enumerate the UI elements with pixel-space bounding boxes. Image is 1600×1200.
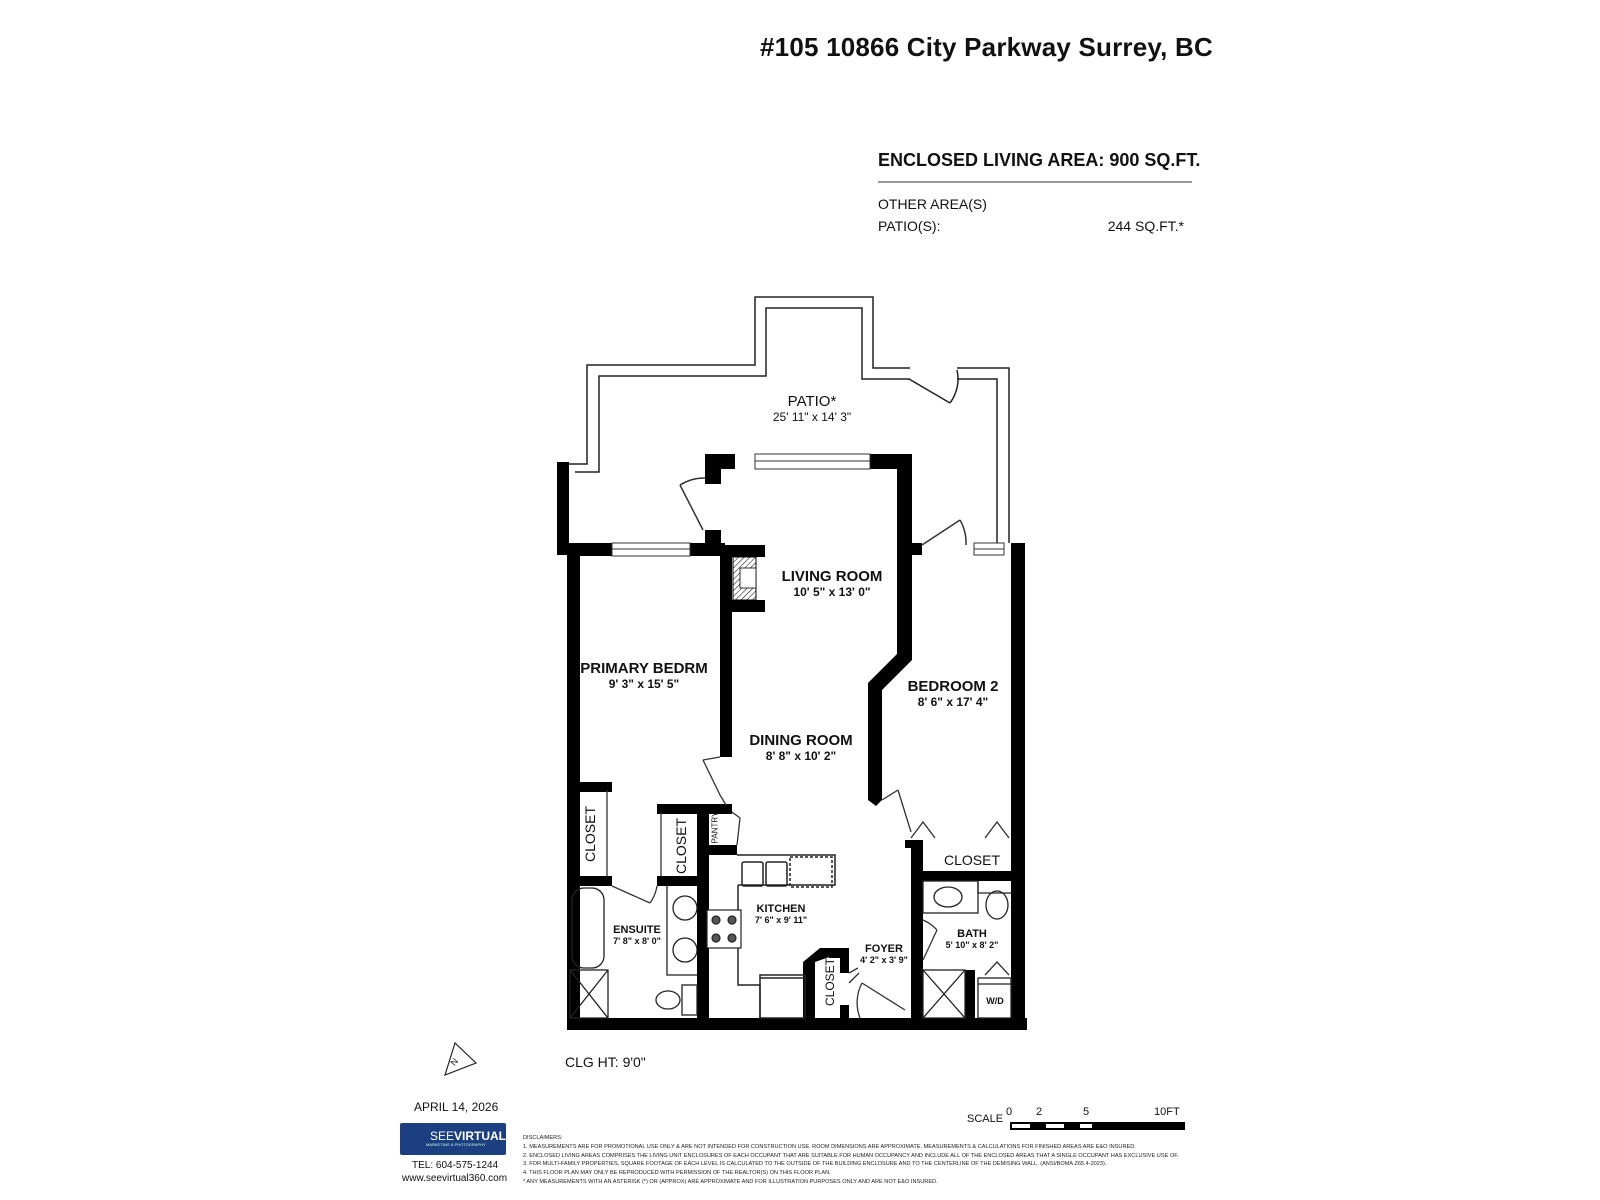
pantry: PANTRY	[710, 811, 720, 844]
disclaimers: DISCLAIMERS: 1. MEASUREMENTS ARE FOR PRO…	[523, 1134, 1183, 1187]
exterior-walls	[557, 454, 1027, 1030]
patio-area-label: PATIO(S):	[878, 218, 941, 234]
patio-railing	[563, 296, 1010, 543]
disclaimer-3: 3. FOR MULTI-FAMILY PROPERTIES, SQUARE F…	[523, 1161, 1107, 1168]
scale-label: SCALE	[967, 1113, 1004, 1125]
stove	[706, 909, 742, 949]
contact-phone: TEL: 604-575-1244	[412, 1160, 499, 1171]
interior-walls	[567, 745, 1025, 1030]
bedroom2-angled-wall	[868, 654, 912, 800]
bath-fixtures	[922, 880, 1012, 1019]
north-arrow-icon	[444, 1041, 478, 1077]
patio-area-value: 244 SQ.FT.*	[1107, 218, 1184, 234]
room-foyer: FOYER 4' 2" x 3' 9"	[860, 943, 908, 965]
room-patio: PATIO* 25' 11" x 14' 3"	[772, 393, 852, 424]
closet-primary-1: CLOSET	[582, 805, 599, 863]
disclaimer-2: 2. ENCLOSED LIVING AREAS COMPRISES THE L…	[523, 1152, 1179, 1159]
other-areas-label: OTHER AREA(S)	[878, 196, 987, 212]
scale-bar	[1010, 1122, 1185, 1130]
logo-globe-icon	[406, 1129, 426, 1149]
seevirtual-logo: SEEVIRTUAL MARKETING & PHOTOGRAPHY	[400, 1123, 506, 1155]
room-dining-room: DINING ROOM 8' 8" x 10' 2"	[749, 732, 853, 763]
area-summary: ENCLOSED LIVING AREA: 900 SQ.FT. OTHER A…	[878, 150, 1201, 237]
enclosed-living-area: ENCLOSED LIVING AREA: 900 SQ.FT.	[878, 150, 1201, 170]
closet-foyer: CLOSET	[823, 957, 838, 1007]
room-bath: BATH 5' 10" x 8' 2"	[945, 928, 999, 950]
scale-tick-0: 0	[1006, 1106, 1013, 1118]
scale-tick-5: 5	[1083, 1106, 1090, 1118]
room-ensuite: ENSUITE 7' 8" x 8' 0"	[613, 924, 661, 946]
ceiling-height: CLG HT: 9'0"	[565, 1054, 646, 1070]
room-bedroom-2: BEDROOM 2 8' 6" x 17' 4"	[907, 678, 999, 709]
scale-tick-2: 2	[1036, 1106, 1043, 1118]
area-divider	[878, 181, 1192, 183]
windows	[611, 453, 1005, 557]
property-address: #105 10866 City Parkway Surrey, BC	[760, 32, 1213, 62]
room-kitchen: KITCHEN 7' 6" x 9' 11"	[754, 903, 808, 925]
disclaimer-4: 4. THIS FLOOR PLAN MAY ONLY BE REPRODUCE…	[523, 1170, 831, 1177]
closet-bedroom-2: CLOSET	[943, 852, 1001, 868]
room-primary-bedrm: PRIMARY BEDRM 9' 3" x 15' 5"	[580, 660, 708, 691]
disclaimer-1: 1. MEASUREMENTS ARE FOR PROMOTIONAL USE …	[523, 1143, 1136, 1150]
washer-dryer: W/D	[986, 996, 1004, 1006]
plan-date: APRIL 14, 2026	[414, 1100, 499, 1114]
kitchen-counters	[737, 854, 836, 1019]
scale-tick-10: 10FT	[1154, 1106, 1180, 1118]
ensuite-fixtures	[569, 886, 698, 1019]
patio-area-row: PATIO(S): 244 SQ.FT.*	[878, 215, 1192, 237]
disclaimer-5: * ANY MEASUREMENTS WITH AN ASTERISK (*) …	[523, 1178, 938, 1185]
contact-website[interactable]: www.seevirtual360.com	[402, 1173, 508, 1184]
room-living-room: LIVING ROOM 10' 5" x 13' 0"	[781, 568, 883, 599]
closet-primary-2: CLOSET	[673, 817, 690, 875]
